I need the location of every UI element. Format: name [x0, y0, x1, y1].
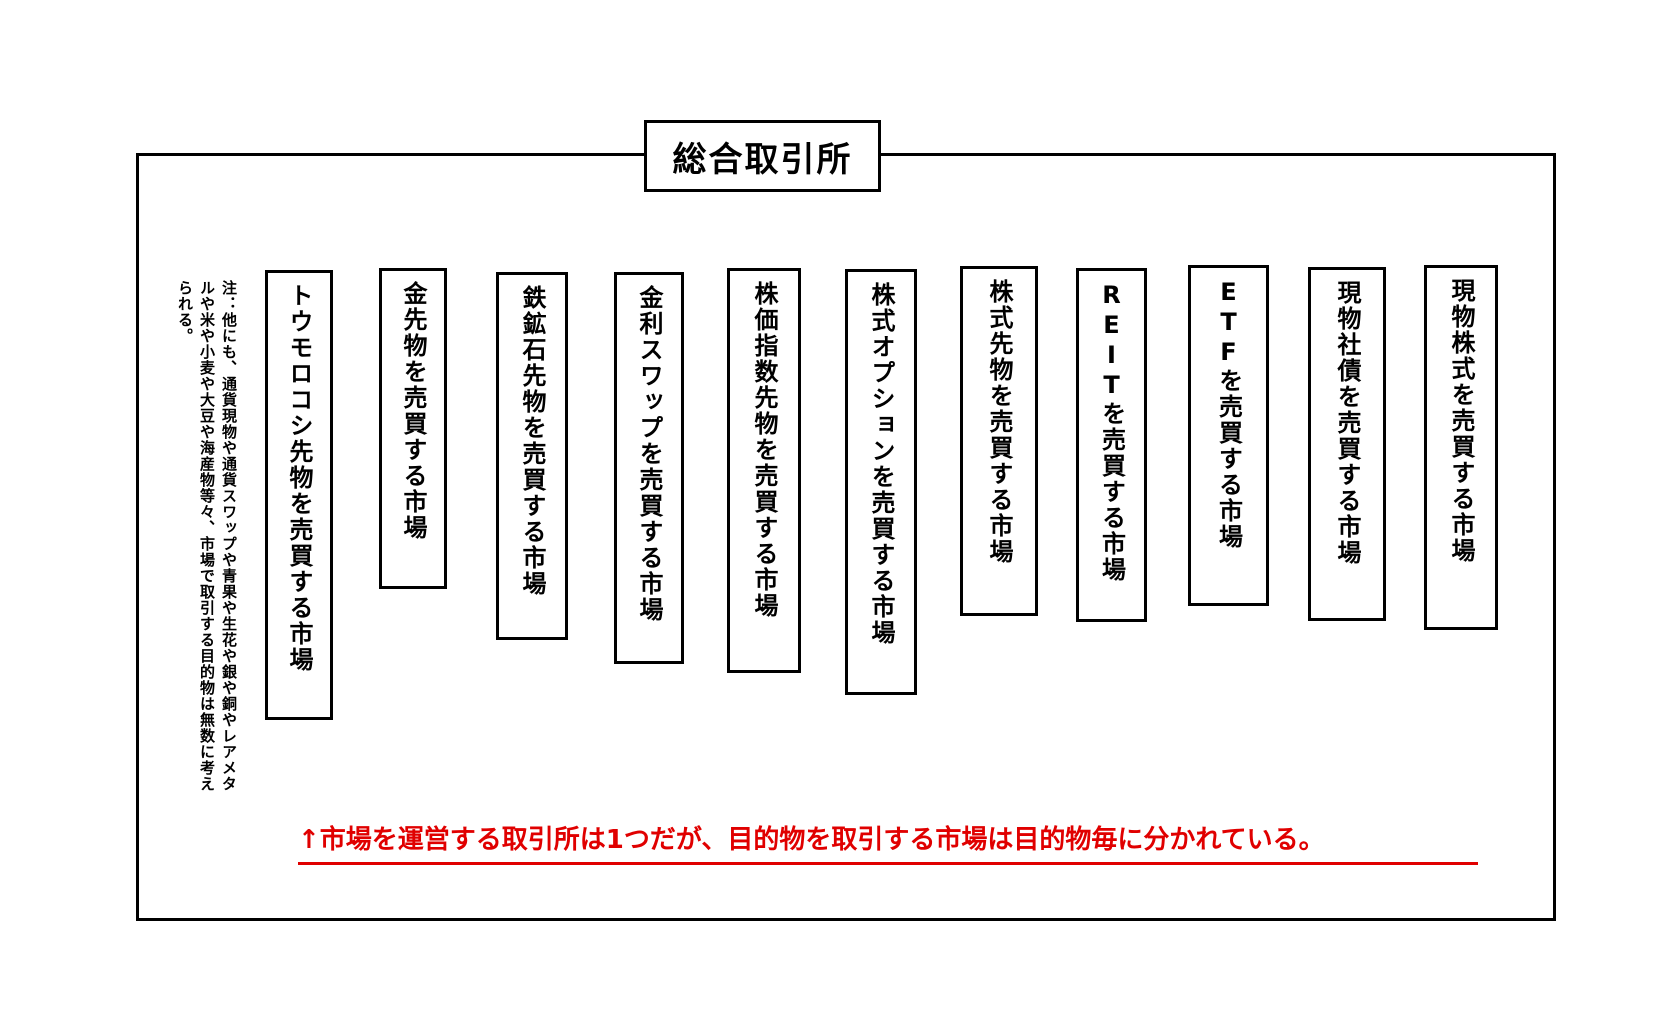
market-label: 現物株式を売買する市場	[1447, 278, 1475, 564]
market-box-corn-futures: トウモロコシ先物を売買する市場	[265, 270, 333, 720]
market-label: 株式オプションを売買する市場	[867, 282, 895, 646]
market-box-interest-rate-swap: 金利スワップを売買する市場	[614, 272, 684, 664]
market-label: 鉄鉱石先物を売買する市場	[518, 285, 546, 597]
market-box-stock-futures: 株式先物を売買する市場	[960, 266, 1038, 616]
market-label: REITを売買する市場	[1097, 281, 1126, 583]
market-label: 現物社債を売買する市場	[1333, 280, 1361, 566]
market-box-gold-futures: 金先物を売買する市場	[379, 268, 447, 589]
market-box-iron-ore-futures: 鉄鉱石先物を売買する市場	[496, 272, 568, 640]
market-box-stock-index-futures: 株価指数先物を売買する市場	[727, 268, 801, 673]
market-box-spot-stocks: 現物株式を売買する市場	[1424, 265, 1498, 630]
market-label: 金利スワップを売買する市場	[635, 285, 663, 623]
market-label: 金先物を売買する市場	[399, 281, 427, 541]
footnote: 注：他にも、通貨現物や通貨スワップや青果や生花や銀や銅やレアメタルや米や小麦や大…	[176, 280, 238, 792]
market-label: トウモロコシ先物を売買する市場	[285, 283, 313, 673]
market-label: ETFを売買する市場	[1214, 278, 1243, 550]
market-box-corporate-bonds: 現物社債を売買する市場	[1308, 267, 1386, 621]
market-box-etf: ETFを売買する市場	[1188, 265, 1269, 606]
exchange-title: 総合取引所	[644, 120, 881, 192]
market-box-stock-options: 株式オプションを売買する市場	[845, 269, 917, 695]
market-label: 株式先物を売買する市場	[985, 279, 1013, 565]
market-box-reit: REITを売買する市場	[1076, 268, 1147, 622]
caption: ↑市場を運営する取引所は1つだが、目的物を取引する市場は目的物毎に分かれている。	[298, 822, 1478, 865]
market-label: 株価指数先物を売買する市場	[750, 281, 778, 619]
